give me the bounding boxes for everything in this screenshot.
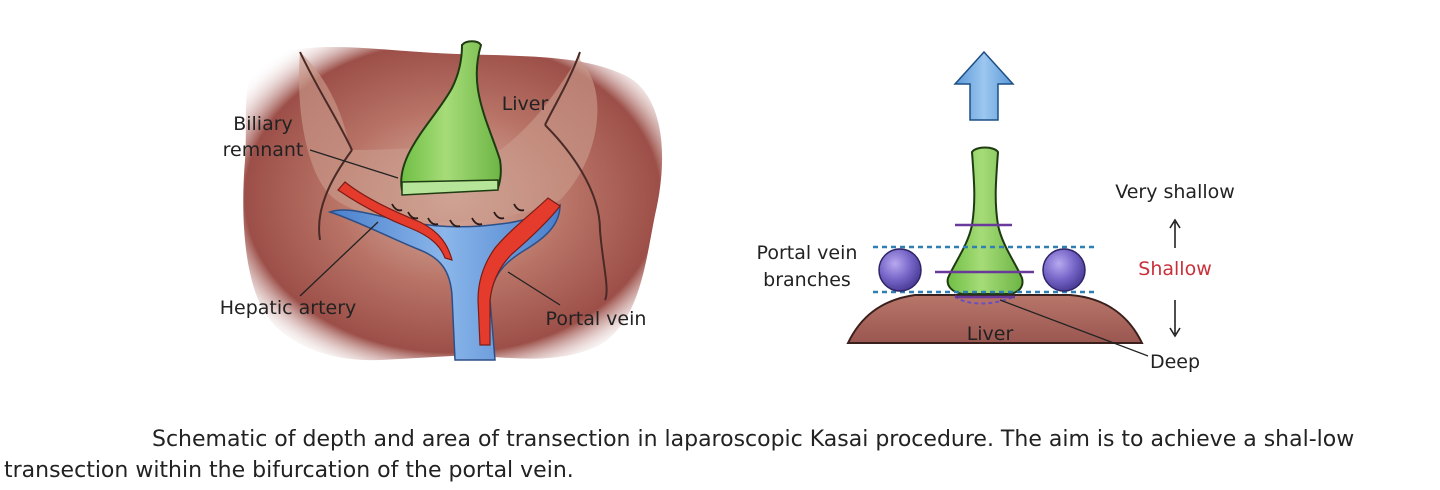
biliary-remnant-right	[946, 146, 1024, 295]
liver-base	[846, 294, 1144, 344]
deep-cut-curve	[954, 295, 1016, 305]
left-panel: Liver Biliary remnant Hepatic artery Por…	[220, 40, 663, 361]
label-liver-right: Liver	[967, 323, 1014, 345]
portal-branch-sphere-left	[878, 248, 922, 292]
hilar-outline	[318, 124, 608, 301]
depth-arrow-down-icon	[1169, 300, 1181, 338]
traction-arrow-icon	[953, 50, 1015, 121]
leader-deep	[999, 299, 1149, 357]
label-deep: Deep	[1150, 351, 1200, 373]
leader-hepatic-artery	[299, 221, 379, 297]
label-biliary-line1: Biliary	[233, 113, 293, 135]
biliary-remnant-left	[400, 40, 502, 192]
depth-arrow-up-icon	[1169, 218, 1181, 248]
label-liver-left: Liver	[502, 93, 549, 115]
portal-branch-sphere-right	[1042, 248, 1086, 292]
kasai-schematic-figure: Liver Biliary remnant Hepatic artery Por…	[220, 40, 1235, 373]
leader-portal-vein	[507, 271, 561, 306]
right-panel: Portal vein branches Liver Very shallow …	[757, 50, 1235, 373]
hepatic-artery-left	[337, 181, 453, 261]
label-shallow: Shallow	[1138, 258, 1211, 280]
figure-caption: Schematic of depth and area of transecti…	[4, 427, 1355, 483]
liver-lobe-outline	[299, 51, 581, 151]
leader-biliary	[309, 149, 399, 179]
label-portal-branches-line2: branches	[763, 269, 851, 291]
label-biliary-line2: remnant	[223, 139, 304, 161]
bile-ductules	[391, 203, 525, 228]
label-hepatic-artery: Hepatic artery	[220, 297, 357, 319]
biliary-remnant-cut-surface	[401, 179, 499, 196]
hilar-plate	[299, 52, 598, 223]
hepatic-artery-right	[477, 197, 561, 346]
label-portal-vein-left: Portal vein	[546, 308, 647, 330]
label-very-shallow: Very shallow	[1115, 181, 1235, 203]
label-portal-branches-line1: Portal vein	[757, 242, 858, 264]
